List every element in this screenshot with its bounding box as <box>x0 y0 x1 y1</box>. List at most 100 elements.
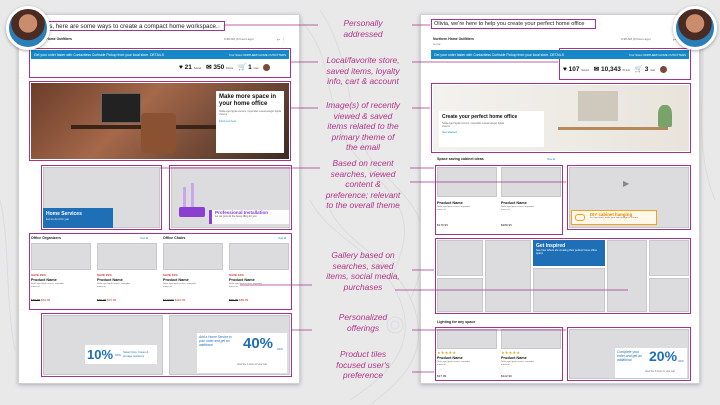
hero-card: Make more space in your home office Null… <box>216 91 284 153</box>
inspired-card[interactable]: Get Inspired See how others are creating… <box>533 240 605 266</box>
offer-40-text: Add a Home Service to your order and get… <box>199 335 232 347</box>
hero-image[interactable]: Make more space in your home office Null… <box>31 83 289 159</box>
hero-link[interactable]: Find out how <box>219 119 237 124</box>
install-sub: Let our pros do the heavy lifting for yo… <box>215 215 257 218</box>
offer-10-pct: 10% <box>87 347 114 362</box>
play-icon[interactable]: ▶ <box>623 179 630 188</box>
frame-shape <box>578 91 618 121</box>
saved-stat[interactable]: ♥ 21 Saved <box>179 63 202 71</box>
account-avatar[interactable] <box>660 65 668 73</box>
account-info-highlight <box>559 48 691 80</box>
services-title: Home Services <box>46 211 82 217</box>
sender-name: Northern Home Outfitters <box>31 37 72 41</box>
install-card[interactable]: Professional Installation Let our pros d… <box>209 210 289 224</box>
email-subject: Olivia, we're here to help you create yo… <box>434 21 585 27</box>
account-avatar[interactable] <box>263 63 271 71</box>
gallery-image[interactable] <box>607 240 647 312</box>
offer-40-pct: 40% <box>243 335 274 352</box>
cabinet-section-title: Space saving cabinet ideas <box>437 157 484 161</box>
desk-shape <box>558 127 668 130</box>
offer-40-off: OFF <box>277 347 283 351</box>
inspired-title: Get Inspired <box>536 243 566 249</box>
hero-title: Create your perfect home office <box>442 114 518 120</box>
diy-title: DIY cabinet hanging <box>590 212 633 217</box>
cart-stat[interactable]: 🛒 1 Cart <box>238 64 259 71</box>
sender-name: Northern Home Outfitters <box>433 37 474 41</box>
cabinet-products-highlight <box>435 165 563 235</box>
pickup-banner-text: Get your order faster with Contactless C… <box>434 52 564 57</box>
hero-image[interactable]: Create your perfect home office Nulla eg… <box>433 85 689 151</box>
gallery-image[interactable] <box>533 268 605 312</box>
pickup-banner[interactable]: Get your order faster with Contactless C… <box>431 50 689 59</box>
offer-40-small[interactable]: View the 1 items in your cart <box>237 363 267 366</box>
gallery-image[interactable] <box>437 240 483 276</box>
pickup-banner[interactable]: Get your order faster with Contactless C… <box>31 50 289 59</box>
account-stats: ♥ 21 Saved ✉ 350 Points 🛒 1 Cart <box>179 63 271 71</box>
install-title: Professional Installation <box>215 210 269 215</box>
diy-sub: In a few hours, make your own storage in… <box>590 217 638 219</box>
install-highlight <box>169 165 292 230</box>
points-stat[interactable]: ✉ 10,343 Points <box>593 66 630 73</box>
gallery-highlight <box>29 233 292 310</box>
points-stat[interactable]: ✉ 350 Points <box>206 64 234 71</box>
right-email-preview: Olivia, we're here to help you create yo… <box>420 14 700 384</box>
offer-10-card[interactable]: 10% OFF Select bins, boxes & storage sol… <box>85 345 157 364</box>
store-badge[interactable]: Your Store NORTHERN HOME OUTFITTERS <box>628 52 686 57</box>
diy-card[interactable]: DIY cabinet hanging In a few hours, make… <box>571 210 657 225</box>
services-card[interactable]: Home Services Let us do it for you <box>43 208 113 228</box>
services-sub: Let us do it for you <box>46 217 70 221</box>
account-info-highlight <box>29 48 291 78</box>
hero-card: Create your perfect home office Nulla eg… <box>439 111 544 147</box>
gallery-image[interactable] <box>485 240 531 312</box>
services-highlight <box>41 165 162 230</box>
gallery-image[interactable] <box>649 240 689 276</box>
timestamp: 9:38 AM (9 hours ago) <box>224 37 254 41</box>
offer-20-card[interactable]: Complete your order and get an additiona… <box>615 348 687 378</box>
view-all-link[interactable]: View all <box>547 158 556 161</box>
diy-highlight <box>567 165 691 230</box>
annotation-local-store: Local/favorite store,saved items, loyalt… <box>326 55 400 87</box>
jess-avatar <box>6 6 50 50</box>
saved-stat[interactable]: ♥ 107 Saved <box>563 65 589 73</box>
view-all-link-1[interactable]: View all <box>140 237 149 240</box>
email-subject: Hi Jess, here are some ways to create a … <box>32 23 218 30</box>
lighting-products-highlight <box>435 327 563 381</box>
hero-body: Nulla eget ligula viverra, imperdiet mas… <box>442 122 504 129</box>
inspired-sub: See how others are creating their perfec… <box>536 249 597 256</box>
timestamp: 9:38 AM (9 hours ago) <box>621 37 651 41</box>
hero-title: Make more space in your home office <box>219 94 277 107</box>
offer-20-pct: 20% <box>649 348 678 364</box>
offer-20-text: Complete your order and get an additiona… <box>617 350 642 362</box>
cart-stat[interactable]: 🛒 3 Cart <box>634 66 656 73</box>
offer-20-small[interactable]: View the 3 items in your cart <box>645 370 675 373</box>
monitor-icon <box>101 93 141 123</box>
gallery-image[interactable] <box>437 278 483 312</box>
sender-sub: to me <box>433 42 441 46</box>
olivia-avatar <box>673 6 717 50</box>
left-email-preview: Hi Jess, here are some ways to create a … <box>18 14 300 384</box>
gallery-highlight <box>435 238 691 314</box>
reply-icon[interactable]: ↩ ⋮ <box>277 37 286 42</box>
tool-icon <box>575 214 585 221</box>
hero-highlight <box>29 81 291 161</box>
view-all-link-2[interactable]: View all <box>278 237 287 240</box>
offer-10-text: Select bins, boxes & storage solutions <box>123 350 149 358</box>
category-office-chairs[interactable]: Office Chairs <box>163 236 186 240</box>
hero-highlight <box>431 83 691 153</box>
pickup-banner-text: Get your order faster with Contactless C… <box>34 52 164 57</box>
hero-link[interactable]: Get started <box>442 130 457 135</box>
store-badge[interactable]: Your Store NORTHERN HOME OUTFITTERS <box>228 52 286 57</box>
category-office-organizers[interactable]: Office Organizers <box>31 236 61 240</box>
gallery-image[interactable] <box>649 278 689 312</box>
offer-40-card[interactable]: Add a Home Service to your order and get… <box>197 333 287 373</box>
plant-shape <box>658 105 672 127</box>
chair-shape <box>141 113 176 153</box>
star-icon[interactable]: ☆ ⋮ <box>217 24 226 29</box>
truck-illustration <box>179 183 209 221</box>
offer-10-off: OFF <box>115 352 122 357</box>
lighting-section-title: Lighting for any space <box>437 320 476 324</box>
